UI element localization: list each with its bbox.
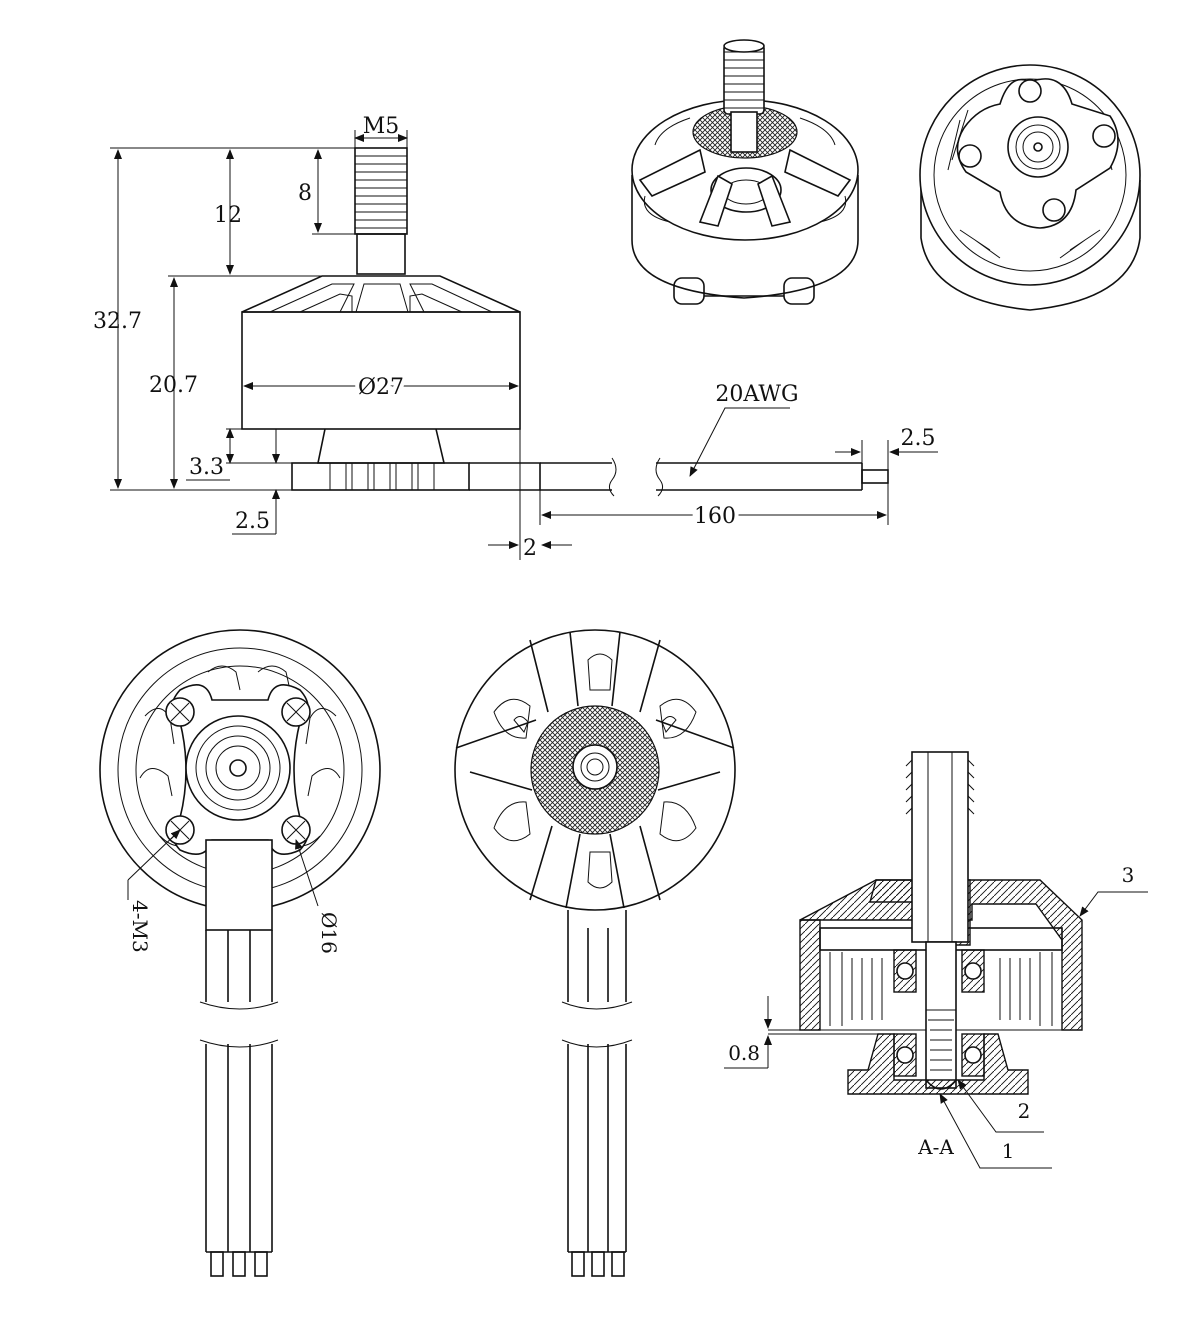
iso-view-bottom (919, 64, 1141, 311)
motor-base (291, 428, 470, 491)
bell-top (241, 275, 521, 313)
base-height-label: 3.3 (189, 455, 224, 480)
wire-tip-label: 2.5 (901, 426, 936, 451)
wire-offset-label: 2 (523, 536, 537, 561)
bell-body (241, 311, 521, 430)
callout-2: 2 (1018, 1099, 1031, 1123)
bottom-view (99, 629, 381, 1277)
wire (469, 457, 889, 497)
flange-thickness-label: 2.5 (235, 509, 270, 534)
thread-dim-label: M5 (363, 114, 400, 139)
mount-holes-label: 4-M3 (128, 900, 152, 953)
wire-gauge-label: 20AWG (715, 382, 798, 407)
total-height-label: 32.7 (93, 309, 142, 334)
thread-length-label: 8 (298, 181, 312, 206)
top-view (454, 629, 736, 1277)
hole-circle-label: Ø16 (317, 912, 341, 954)
body-height-label: 20.7 (149, 373, 198, 398)
diameter-label: Ø27 (358, 375, 404, 400)
threaded-shaft (354, 147, 408, 275)
iso-view-top (631, 39, 859, 305)
gap-label: 0.8 (728, 1041, 760, 1065)
wire-length-label: 160 (694, 504, 736, 529)
shaft-length-label: 12 (214, 203, 242, 228)
side-dimensions (110, 130, 938, 560)
section-view (724, 751, 1148, 1169)
side-view: M5 8 12 32.7 20.7 Ø27 3.3 2.5 20AWG 2.5 … (93, 114, 938, 561)
callout-1: 1 (1002, 1139, 1015, 1163)
section-title: A-A (917, 1135, 954, 1159)
callout-3: 3 (1122, 863, 1135, 887)
